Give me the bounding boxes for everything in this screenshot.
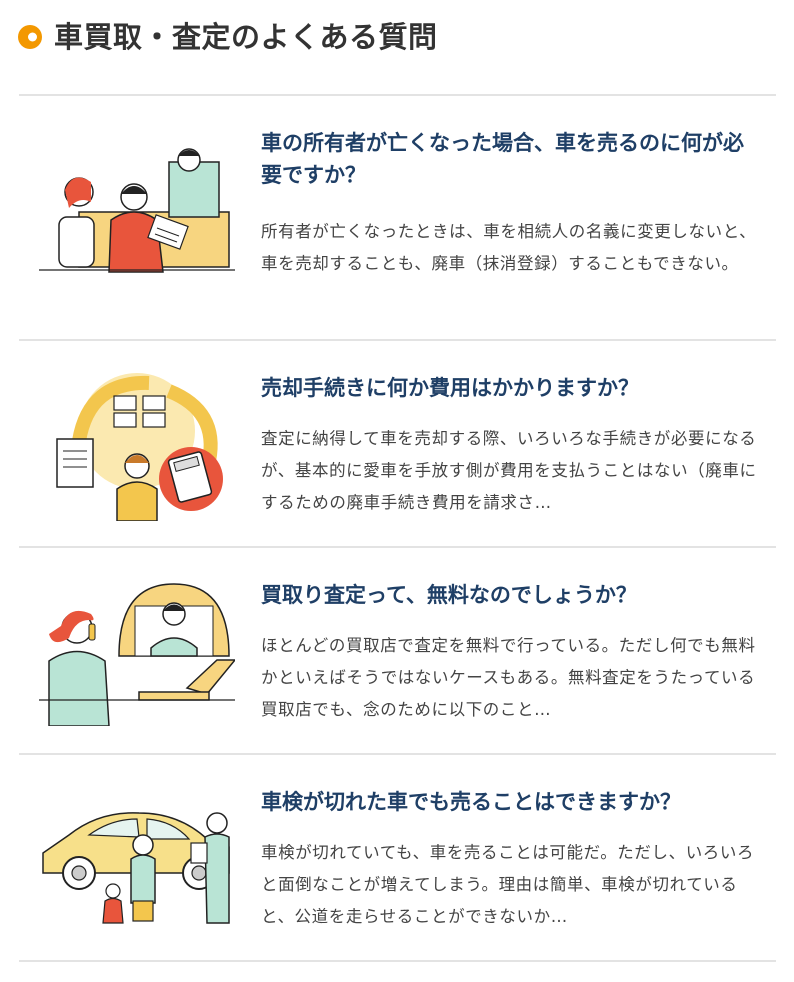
documents-cost-illustration xyxy=(56,373,223,521)
faq-item-2[interactable]: 売却手続きに何か費用はかかりますか？ 査定に納得して車を売却する際、いろいろな手… xyxy=(19,341,776,547)
divider xyxy=(19,94,776,96)
faq-answer: 車検が切れていても、車を売ることは可能だ。ただし、いろいろと面倒なことが増えてし… xyxy=(261,843,755,926)
car-inspection-illustration xyxy=(42,812,230,924)
section-header: 車買取・査定のよくある質問 xyxy=(0,0,794,96)
faq-question[interactable]: 買取り査定って、無料なのでしょうか？ xyxy=(261,583,637,607)
section-title: 車買取・査定のよくある質問 xyxy=(54,20,438,54)
faq-question[interactable]: 売却手続きに何か費用はかかりますか？ xyxy=(261,376,639,400)
divider xyxy=(19,960,776,962)
divider xyxy=(19,546,776,548)
orange-circle-icon xyxy=(18,25,42,49)
divider xyxy=(19,753,776,755)
phone-call-illustration xyxy=(39,583,235,726)
faq-answer: 査定に納得して車を売却する際、いろいろな手続きが必要になるが、基本的に愛車を手放… xyxy=(261,429,757,512)
faq-item-1[interactable]: 車の所有者が亡くなった場合、車を売るのに何が必要ですか？ 所有者が亡くなったとき… xyxy=(19,96,776,340)
faq-item-4[interactable]: 車検が切れた車でも売ることはできますか？ 車検が切れていても、車を売ることは可能… xyxy=(19,755,776,961)
faq-question[interactable]: 車の所有者が亡くなった場合、車を売るのに何が必要ですか？ xyxy=(261,131,744,187)
divider xyxy=(19,339,776,341)
consultation-illustration xyxy=(39,148,235,273)
faq-question[interactable]: 車検が切れた車でも売ることはできますか？ xyxy=(261,790,681,814)
faq-item-3[interactable]: 買取り査定って、無料なのでしょうか？ ほとんどの買取店で査定を無料で行っている。… xyxy=(19,548,776,754)
faq-answer: ほとんどの買取店で査定を無料で行っている。ただし何でも無料かといえばそうではない… xyxy=(261,636,756,719)
faq-answer: 所有者が亡くなったときは、車を相続人の名義に変更しないと、車を売却することも、廃… xyxy=(261,222,757,273)
